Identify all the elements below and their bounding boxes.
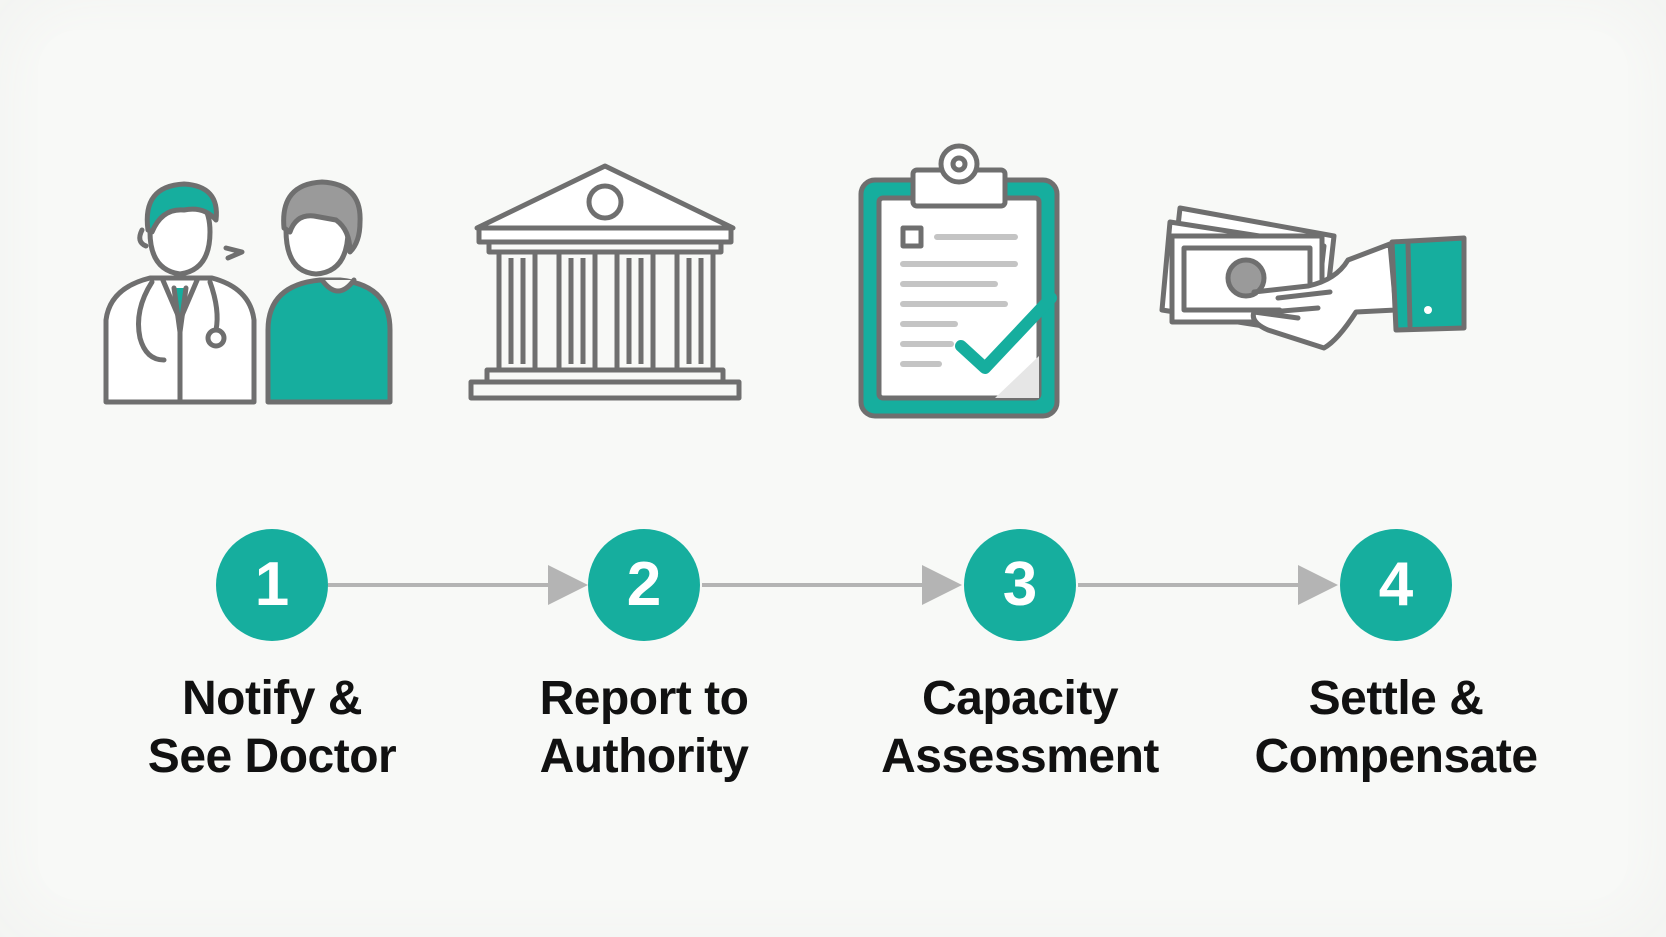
step-2-label-line-1: Report to [539,672,749,725]
clipboard-check-icon [858,143,1060,419]
step-3-label-line-1: Capacity [921,672,1119,725]
step-2-label: Report to Authority [464,670,824,786]
step-2-label-line-2: Authority [539,730,749,783]
step-1-label-line-2: See Doctor [147,730,397,783]
step-3-label-line-2: Assessment [881,730,1159,783]
step-2-number: 2 [588,529,700,641]
step-1-number: 1 [216,529,328,641]
step-4-label: Settle & Compensate [1216,670,1576,786]
step-3-label: Capacity Assessment [840,670,1200,786]
step-1-label: Notify & See Doctor [92,670,452,786]
step-1-label-line-1: Notify & [182,672,362,725]
step-3-number: 3 [964,529,1076,641]
courthouse-icon [468,163,742,401]
step-4-label-line-2: Compensate [1254,730,1538,783]
step-4-number: 4 [1340,529,1452,641]
step-4-label-line-1: Settle & [1308,672,1484,725]
hand-money-icon [1159,205,1467,351]
diagram-background [38,30,1628,900]
doctor-patient-icon [103,179,393,405]
